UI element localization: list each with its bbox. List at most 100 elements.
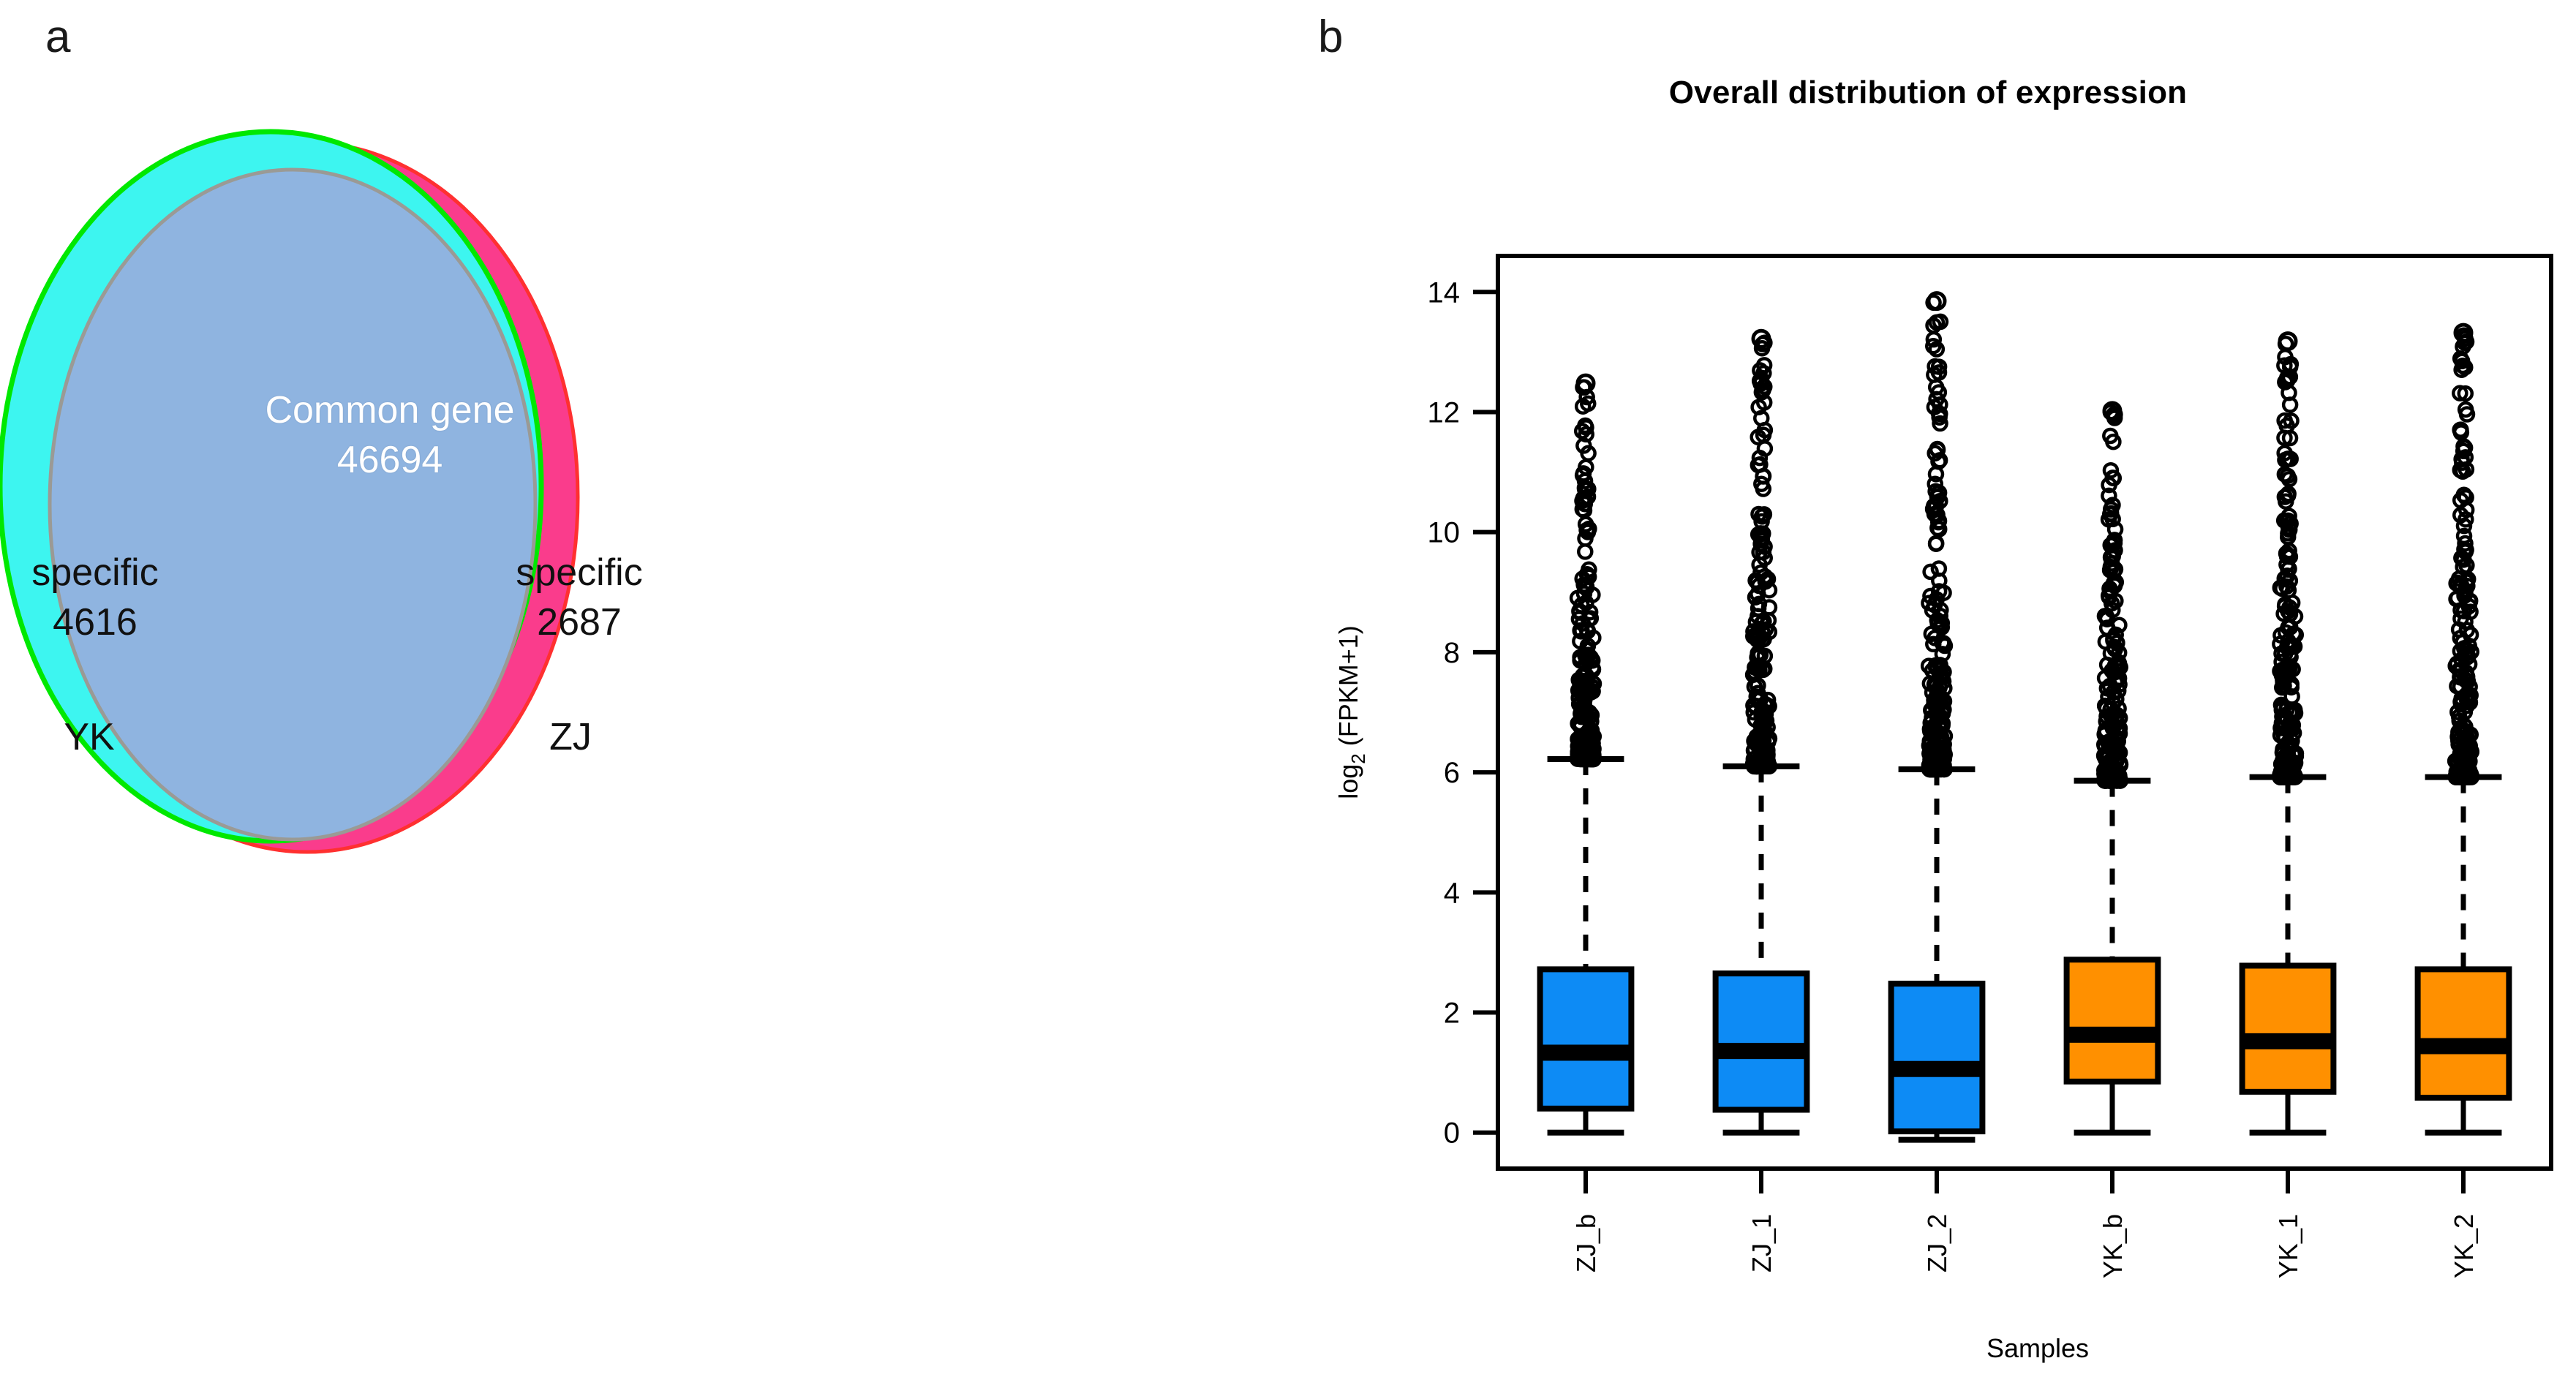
outlier-point	[2102, 548, 2120, 566]
outlier-point	[1933, 668, 1951, 685]
outlier-point	[1752, 717, 1769, 734]
outlier-max-YK_1	[2278, 331, 2298, 352]
outlier-max-YK_2	[2453, 323, 2474, 343]
outlier-point	[2279, 369, 2296, 386]
x-axis-tick-label-YK_2: YK_2	[2449, 1214, 2479, 1278]
outlier-point	[1750, 595, 1768, 613]
outlier-point	[2103, 505, 2120, 522]
outlier-point	[1752, 371, 1770, 388]
venn-right-specific-label: specific	[516, 551, 643, 594]
outlier-point	[1582, 732, 1600, 750]
outlier-point	[2457, 401, 2474, 418]
outlier-point	[1577, 530, 1594, 547]
y-axis-tick-label: 4	[1444, 877, 1460, 909]
y-axis-tick-label: 14	[1428, 276, 1461, 309]
outlier-point	[2102, 701, 2119, 718]
outlier-point	[1750, 505, 1767, 523]
outlier-point	[2457, 385, 2474, 402]
outlier-point	[2106, 532, 2123, 549]
outlier-point	[1752, 362, 1769, 379]
box-ZJ_b	[1537, 966, 1635, 1112]
outlier-point	[2283, 412, 2300, 429]
outlier-point	[2460, 769, 2477, 785]
outlier-point	[2102, 558, 2120, 576]
outlier-point	[2454, 454, 2471, 471]
y-axis-tick-label: 6	[1444, 757, 1460, 789]
outlier-point	[2452, 602, 2469, 619]
venn-common-label: Common gene	[265, 389, 515, 431]
outlier-point	[2104, 497, 2121, 513]
box-YK_2	[2414, 966, 2512, 1101]
outlier-point	[1578, 521, 1595, 539]
outlier-point	[1574, 736, 1591, 754]
outlier-point	[1925, 331, 1943, 348]
outlier-point	[1931, 755, 1948, 773]
plot-frame	[1496, 254, 2553, 1171]
outlier-point	[2276, 489, 2294, 505]
outlier-point	[2455, 438, 2472, 455]
outlier-point	[1752, 525, 1769, 542]
outlier-point	[1577, 543, 1594, 560]
box-YK_1	[2239, 962, 2337, 1095]
outlier-point	[2458, 668, 2476, 685]
outlier-point	[1577, 481, 1594, 498]
y-axis-tick-label: 2	[1444, 997, 1460, 1030]
outlier-point	[1932, 617, 1949, 634]
outlier-point	[1574, 570, 1591, 587]
outlier-max-ZJ_2	[1927, 291, 1947, 312]
outlier-point	[2452, 385, 2468, 401]
box-YK_b	[2063, 957, 2161, 1085]
outlier-point	[1929, 695, 1946, 713]
outlier-point	[1746, 758, 1763, 775]
outlier-point	[1929, 513, 1947, 531]
outlier-point	[1928, 341, 1946, 358]
outlier-point	[1581, 603, 1599, 621]
outlier-point	[2461, 694, 2479, 711]
outlier-point	[1930, 484, 1948, 502]
outlier-point	[1927, 445, 1943, 462]
y-axis-tick-label: 12	[1428, 396, 1461, 429]
venn-intersection	[48, 167, 538, 842]
venn-left-specific-value: 4616	[53, 600, 138, 644]
outlier-point	[1574, 500, 1592, 518]
outlier-point	[2453, 549, 2470, 567]
outlier-point	[2276, 429, 2293, 447]
outlier-point	[1572, 714, 1589, 732]
outlier-point	[2104, 718, 2122, 735]
outlier-point	[1750, 399, 1767, 415]
outlier-max-YK_b	[2102, 401, 2123, 421]
venn-right-specific-block: specific 2687	[492, 548, 667, 647]
outlier-point	[2284, 720, 2301, 737]
outlier-point	[2453, 651, 2470, 668]
outlier-point	[1760, 730, 1778, 747]
outlier-point	[2279, 660, 2296, 678]
venn-left-group-label: YK	[64, 716, 115, 758]
outlier-point	[1572, 679, 1589, 695]
outlier-point	[2452, 421, 2468, 439]
x-axis-tick-label-YK_b: YK_b	[2098, 1214, 2128, 1278]
outlier-point	[1925, 338, 1942, 355]
venn-right-group-label: ZJ	[549, 716, 592, 758]
outlier-point	[1571, 604, 1589, 621]
outlier-point	[1748, 659, 1766, 676]
venn-left-specific-block: specific 4616	[7, 548, 183, 647]
outlier-point	[1929, 519, 1946, 537]
outlier-point	[1580, 682, 1597, 699]
outlier-point	[1573, 622, 1590, 639]
outlier-point	[2102, 427, 2119, 445]
outlier-point	[1922, 563, 1939, 581]
outlier-point	[1927, 379, 1945, 396]
outlier-point	[2277, 596, 2294, 613]
outlier-point	[2280, 581, 2297, 599]
outlier-point	[1754, 755, 1771, 773]
y-axis-tick-label: 8	[1444, 637, 1460, 669]
x-axis-title: Samples	[1986, 1333, 2089, 1363]
outlier-point	[2453, 361, 2470, 378]
outlier-point	[2101, 487, 2117, 505]
outlier-point	[2098, 619, 2116, 636]
outlier-point	[2450, 732, 2467, 750]
outlier-point	[1750, 677, 1766, 694]
outlier-point	[1583, 750, 1600, 768]
outlier-point	[2109, 733, 2126, 750]
